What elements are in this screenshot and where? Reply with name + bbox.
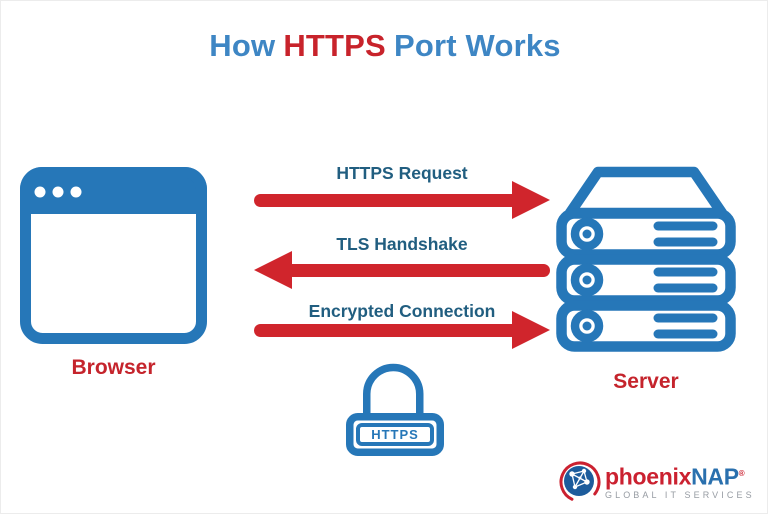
browser-window-icon bbox=[20, 167, 207, 348]
brand-name: phoenixNAP® bbox=[605, 462, 755, 489]
arrow-right-icon bbox=[254, 311, 550, 349]
arrow-head bbox=[512, 181, 550, 219]
arrow-right-icon bbox=[254, 181, 550, 219]
brand-phoenix: phoenix bbox=[605, 463, 692, 490]
flow-label-https-request: HTTPS Request bbox=[336, 163, 468, 183]
padlock-label: HTTPS bbox=[371, 427, 419, 442]
registered-trademark-icon: ® bbox=[738, 469, 745, 478]
padlock-icon bbox=[346, 363, 444, 463]
arrow-head bbox=[512, 311, 550, 349]
brand-tagline: GLOBAL IT SERVICES bbox=[605, 489, 755, 500]
arrow-left-icon bbox=[254, 251, 550, 289]
browser-label: Browser bbox=[71, 356, 156, 379]
browser-node: Browser bbox=[20, 167, 207, 379]
arrow-shaft bbox=[254, 323, 518, 337]
server-node: Server bbox=[556, 163, 736, 393]
arrow-shaft bbox=[254, 193, 518, 207]
brand-text: phoenixNAP® GLOBAL IT SERVICES bbox=[605, 459, 755, 500]
server-rack-icon bbox=[556, 166, 736, 362]
flow-label-encrypted-connection: Encrypted Connection bbox=[308, 301, 496, 321]
server-label: Server bbox=[613, 370, 679, 393]
brand-nap: NAP bbox=[691, 463, 739, 490]
arrow-head bbox=[254, 251, 292, 289]
flow-label-tls-handshake: TLS Handshake bbox=[336, 234, 468, 254]
https-padlock: HTTPS bbox=[346, 363, 444, 459]
title-word-port-works: Port Works bbox=[393, 28, 561, 63]
phoenixnap-globe-icon bbox=[558, 460, 602, 504]
brand-logo: phoenixNAP® GLOBAL IT SERVICES bbox=[558, 459, 755, 504]
arrow-shaft bbox=[286, 263, 550, 277]
title-word-https: HTTPS bbox=[283, 28, 386, 63]
title-word-how: How bbox=[209, 28, 276, 63]
